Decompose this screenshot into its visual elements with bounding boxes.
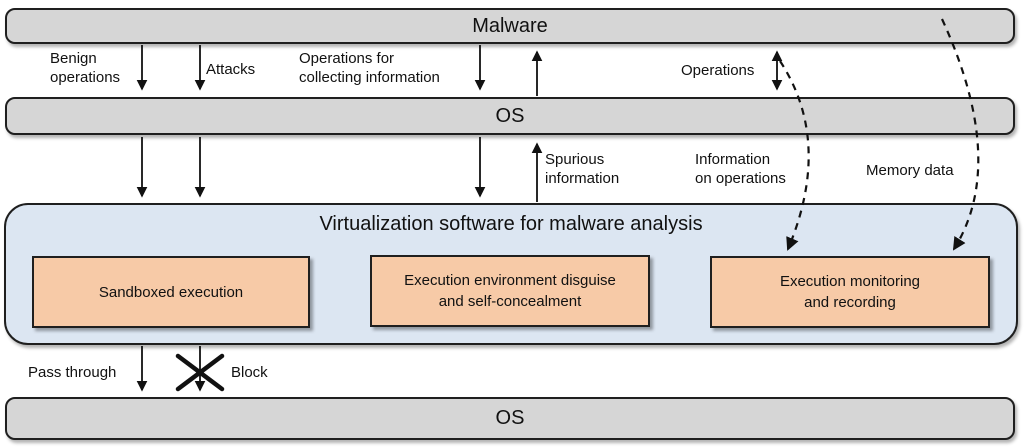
execution-environment-disguise-box: Execution environment disguise and self-…: [370, 255, 650, 327]
label-operations: Operations: [681, 62, 755, 79]
label-benign-operations: Benign operations: [50, 50, 121, 86]
label-operations-for-collecting-information: Operations for collecting information: [299, 50, 440, 86]
os-top-bar: OS: [5, 97, 1015, 135]
label-pass-through: Pass through: [28, 364, 117, 381]
monitoring-label-line2: and recording: [804, 294, 896, 311]
disguise-label-line1: Execution environment disguise: [404, 272, 616, 289]
block-x-mark: [175, 353, 225, 392]
sandboxed-execution-box: Sandboxed execution: [32, 256, 310, 328]
virtualization-title: Virtualization software for malware anal…: [319, 213, 703, 235]
monitoring-label-line1: Execution monitoring: [779, 273, 921, 290]
label-block: Block: [231, 364, 268, 381]
virtualization-software-box: Virtualization software for malware anal…: [4, 203, 1018, 345]
sandboxed-execution-label: Sandboxed execution: [98, 283, 244, 301]
label-information-on-operations: Information on operations: [695, 151, 786, 187]
disguise-label-line2: and self-concealment: [438, 293, 582, 310]
label-spurious-information: Spurious information: [545, 151, 620, 187]
malware-bar-label: Malware: [472, 14, 548, 37]
os-top-bar-label: OS: [495, 104, 525, 127]
malware-bar: Malware: [5, 8, 1015, 44]
label-attacks: Attacks: [206, 61, 256, 78]
execution-monitoring-box: Execution monitoring and recording: [710, 256, 990, 328]
os-bottom-bar: OS: [5, 397, 1015, 440]
label-memory-data: Memory data: [866, 162, 954, 179]
os-bottom-bar-label: OS: [495, 407, 525, 429]
